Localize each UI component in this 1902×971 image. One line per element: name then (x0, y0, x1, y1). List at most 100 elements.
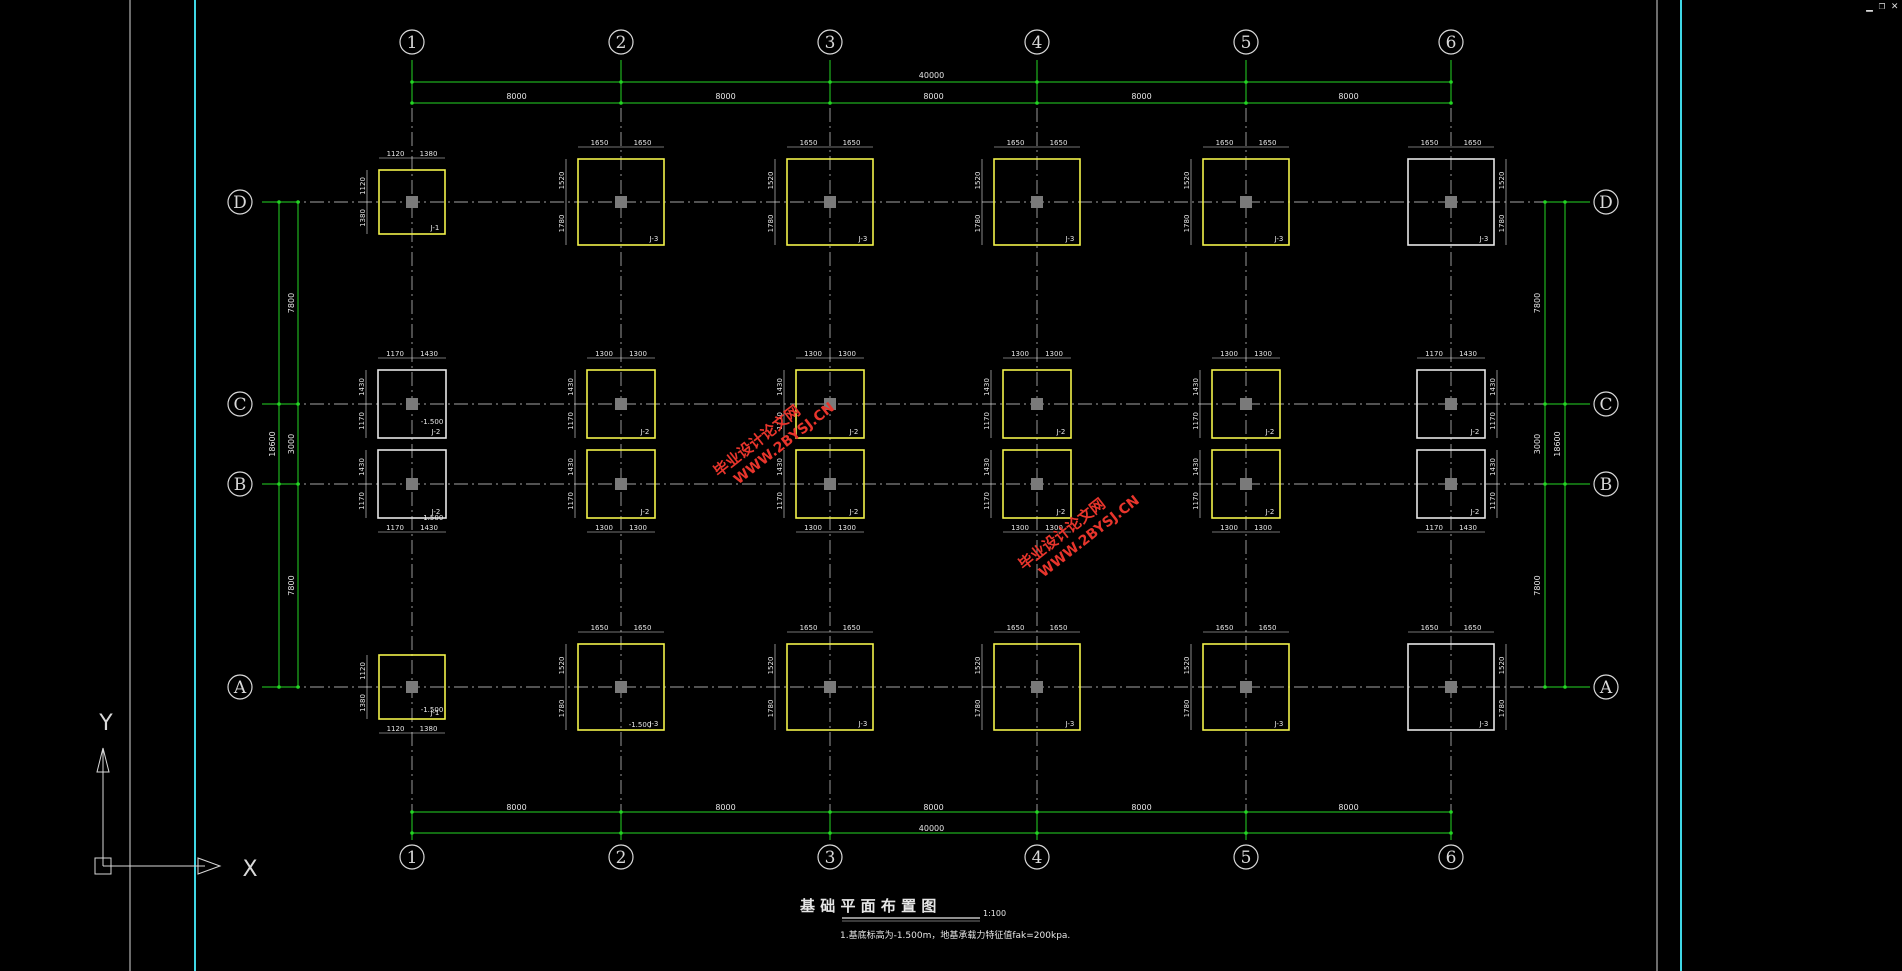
footing-dim-right-D3: 1650 (843, 139, 861, 147)
footing-dim-right-A4: 1650 (1050, 624, 1068, 632)
axis-bubble-bottom-6-circle (1438, 844, 1464, 870)
dim-bottom-bay-text-5: 8000 (1338, 803, 1358, 812)
footing-dim-left-B2: 1300 (595, 524, 613, 532)
level-note-C1: -1.500 (421, 418, 444, 426)
close-icon[interactable]: ✕ (1891, 0, 1898, 12)
footing-dim-right-A3: 1650 (843, 624, 861, 632)
footing-side-upper-C2: 1430 (567, 378, 575, 396)
dim-left-part-text-2: 3000 (287, 434, 296, 454)
footing-side-upper-D5: 1520 (1183, 172, 1191, 190)
drawing-note: 1.基底标高为-1.500m，地基承载力特征值fak=200kpa. (840, 929, 1070, 941)
grid-axes (262, 60, 1590, 840)
level-note-A1: -1.500 (421, 706, 444, 714)
axis-bubble-top-2-circle (608, 29, 634, 55)
footing-dim-right-B6: 1430 (1459, 524, 1477, 532)
footing-side-upper-C5: 1430 (1192, 378, 1200, 396)
dim-top-total-text: 40000 (919, 71, 944, 80)
footing-tag-A2: J-3 (649, 720, 659, 728)
footing-dim-right-B1: 1430 (420, 524, 438, 532)
footing-tag-C6: J-2 (1470, 428, 1480, 436)
axis-bubble-bottom-1-label: 1 (407, 848, 418, 868)
dim-right-part-text-3: 7800 (1533, 575, 1542, 595)
footing-tag-B1: J-2 (431, 508, 441, 516)
footing-dim-right-B5: 1300 (1254, 524, 1272, 532)
footing-dim-left-C4: 1300 (1011, 350, 1029, 358)
footing-side-lower-B3: 1170 (776, 492, 784, 510)
footing-dim-left-D5: 1650 (1216, 139, 1234, 147)
footing-side-upper-C4: 1430 (983, 378, 991, 396)
dim-top-bay-text-2: 8000 (715, 92, 735, 101)
ucs-x-label: X (242, 857, 257, 882)
axis-bubble-right-D-label: D (1599, 193, 1613, 213)
footing-A3 (786, 643, 874, 731)
footing-tag-C5: J-2 (1265, 428, 1275, 436)
footing-tag-B6: J-2 (1470, 508, 1480, 516)
column-B3 (824, 478, 836, 490)
footing-dim-right-D1: 1380 (420, 150, 438, 158)
footing-side-upper-D2: 1520 (558, 172, 566, 190)
dim-bottom-bay-text-3: 8000 (923, 803, 943, 812)
footing-dim-right-A6: 1650 (1464, 624, 1482, 632)
footing-dim-right-B3: 1300 (838, 524, 856, 532)
footing-B4 (1002, 449, 1072, 519)
axis-bubble-top-5-circle (1233, 29, 1259, 55)
footing-side-lower-D3: 1780 (767, 215, 775, 233)
restore-icon[interactable]: ❐ (1878, 0, 1886, 12)
column-B4 (1031, 478, 1043, 490)
footing-dim-left-D1: 1120 (387, 150, 405, 158)
footing-D6 (1407, 158, 1495, 246)
column-A3 (824, 681, 836, 693)
footing-dim-right-C1: 1430 (420, 350, 438, 358)
minimize-icon[interactable]: ▁ (1866, 0, 1873, 12)
footing-side-lower-C3: 1170 (776, 412, 784, 430)
dim-right-total-text: 18600 (1553, 431, 1562, 456)
footing-dim-left-B4: 1300 (1011, 524, 1029, 532)
column-A4 (1031, 681, 1043, 693)
axis-bubble-bottom-2-label: 2 (616, 848, 627, 868)
footing-side-upper-B4: 1430 (983, 458, 991, 476)
column-A1 (406, 681, 418, 693)
dim-right-part-text-2: 3000 (1533, 434, 1542, 454)
column-C2 (615, 398, 627, 410)
footing-dim-right-B4: 1300 (1045, 524, 1063, 532)
column-D5 (1240, 196, 1252, 208)
footing-C6 (1416, 369, 1486, 439)
column-C1 (406, 398, 418, 410)
column-A5 (1240, 681, 1252, 693)
footing-tag-A1: J-1 (430, 709, 440, 717)
footing-tag-B2: J-2 (640, 508, 650, 516)
footing-tag-A5: J-3 (1274, 720, 1284, 728)
footing-side-upper-A3: 1520 (767, 657, 775, 675)
column-B5 (1240, 478, 1252, 490)
footing-dim-left-A6: 1650 (1421, 624, 1439, 632)
column-B2 (615, 478, 627, 490)
axis-bubble-right-C-circle (1593, 391, 1619, 417)
footing-dim-left-A4: 1650 (1007, 624, 1025, 632)
footing-dim-left-A2: 1650 (591, 624, 609, 632)
footing-dim-right-D2: 1650 (634, 139, 652, 147)
footing-side-lower-C1: 1170 (358, 412, 366, 430)
footing-tag-D5: J-3 (1274, 235, 1284, 243)
footing-C1 (377, 369, 447, 439)
footing-tag-C2: J-2 (640, 428, 650, 436)
footing-dim-right-C4: 1300 (1045, 350, 1063, 358)
dim-top-bay-text-4: 8000 (1131, 92, 1151, 101)
footing-side-upper-C1: 1430 (358, 378, 366, 396)
footing-side-upper-B2: 1430 (567, 458, 575, 476)
footing-dim-left-C5: 1300 (1220, 350, 1238, 358)
footing-side-lower-B6: 1170 (1489, 492, 1497, 510)
footing-dim-left-D4: 1650 (1007, 139, 1025, 147)
footing-A1 (378, 654, 446, 720)
footing-dim-right-B2: 1300 (629, 524, 647, 532)
column-B6 (1445, 478, 1457, 490)
axis-bubble-bottom-5-label: 5 (1241, 848, 1252, 868)
axis-bubble-bottom-2-circle (608, 844, 634, 870)
footing-D5 (1202, 158, 1290, 246)
column-D4 (1031, 196, 1043, 208)
footing-side-lower-C4: 1170 (983, 412, 991, 430)
footing-tag-B4: J-2 (1056, 508, 1066, 516)
